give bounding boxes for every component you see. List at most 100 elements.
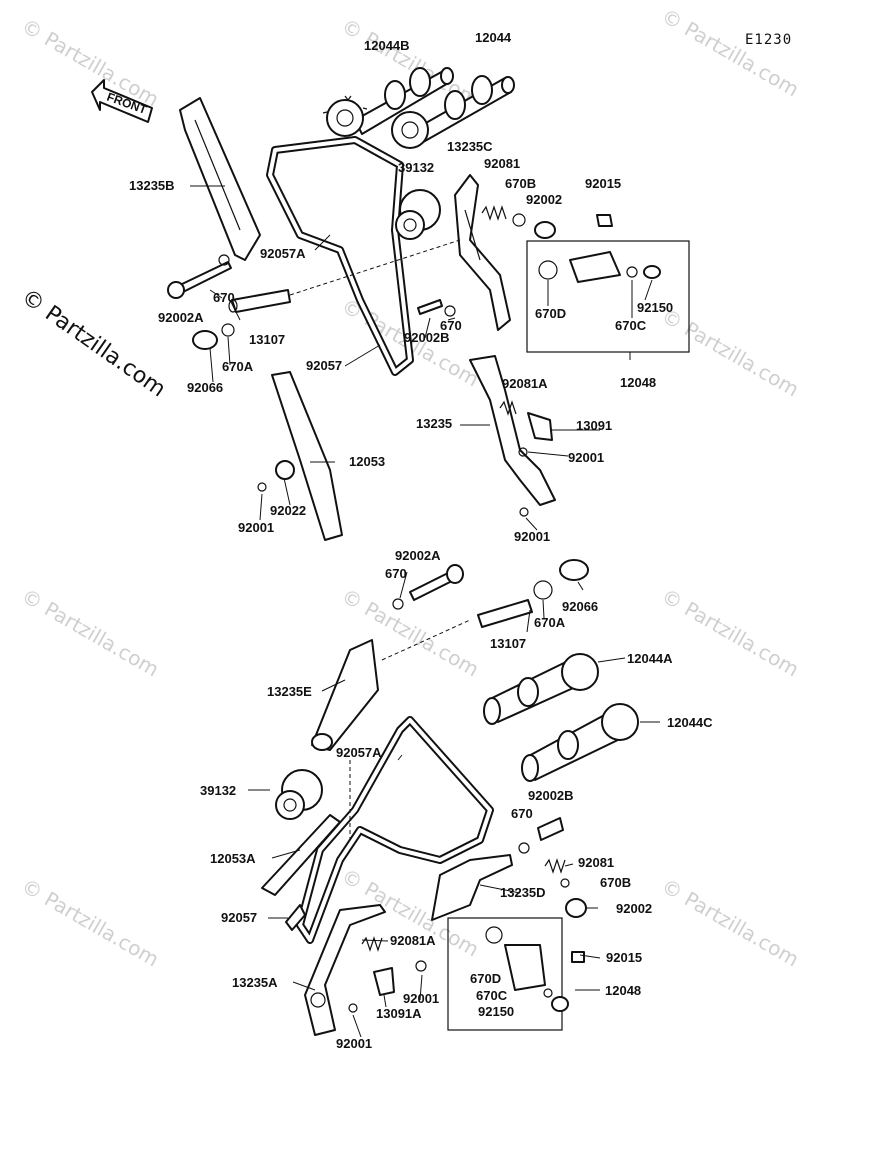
reference-code: E1230 <box>745 32 792 48</box>
pin-13107-lower <box>477 580 553 628</box>
sprocket-39132-lower <box>275 769 323 820</box>
watermark-text: © Partzilla.com <box>18 14 164 112</box>
watermark-text: © Partzilla.com <box>18 584 164 682</box>
part-label-92057a-lower: 92057A <box>336 745 382 760</box>
chain-guide-13235a <box>304 904 386 1036</box>
part-label-670b: 670B <box>505 176 536 191</box>
camshaft-12044 <box>391 75 515 149</box>
part-label-670d: 670D <box>535 306 566 321</box>
part-label-670a-lower: 670A <box>534 615 566 630</box>
assembly-guidelines <box>289 239 471 840</box>
camshaft-12044a <box>483 653 599 725</box>
part-label-670: 670 <box>213 290 235 305</box>
cap-92002-lower <box>565 898 587 918</box>
part-label-12044: 12044 <box>475 30 512 45</box>
part-label-13235a: 13235A <box>232 975 278 990</box>
part-label-92081a-lower: 92081A <box>390 933 436 948</box>
part-label-670b-lower: 670B <box>600 875 631 890</box>
bracket-13091a <box>373 967 395 996</box>
part-label-13091a: 13091A <box>376 1006 422 1021</box>
part-label-39132-lower: 39132 <box>200 783 236 798</box>
bolt-92002b-lower <box>518 817 564 854</box>
plug-92015 <box>596 214 613 227</box>
part-label-92002-lower: 92002 <box>616 901 652 916</box>
part-label-13235b: 13235B <box>129 178 175 193</box>
tensioner-body-12048 <box>526 240 690 353</box>
part-label-12053a: 12053A <box>210 851 256 866</box>
part-label-12053: 12053 <box>349 454 385 469</box>
part-label-92057: 92057 <box>306 358 342 373</box>
part-label-13235d: 13235D <box>500 885 546 900</box>
part-label-13107: 13107 <box>249 332 285 347</box>
chain-guide-12053 <box>257 371 343 541</box>
part-label-92150-lower: 92150 <box>478 1004 514 1019</box>
chain-guide-13235 <box>469 355 556 517</box>
part-label-670d-lower: 670D <box>470 971 501 986</box>
part-label-12044b: 12044B <box>364 38 410 53</box>
part-label-13091: 13091 <box>576 418 612 433</box>
part-label-92001: 92001 <box>568 450 604 465</box>
watermark-text: © Partzilla.com <box>18 874 164 972</box>
cam-chain-92057-lower <box>296 716 494 944</box>
part-label-92015: 92015 <box>585 176 621 191</box>
part-label-92081a: 92081A <box>502 376 548 391</box>
part-label-12048: 12048 <box>620 375 656 390</box>
part-label-13107-lower: 13107 <box>490 636 526 651</box>
part-label-92015-lower: 92015 <box>606 950 642 965</box>
spring-92081 <box>481 205 507 221</box>
part-label-92001-lower: 92001 <box>403 991 439 1006</box>
part-label-12044c: 12044C <box>667 715 713 730</box>
part-label-670-b: 670 <box>440 318 462 333</box>
part-label-92057a: 92057A <box>260 246 306 261</box>
tensioner-body-12048-lower <box>447 917 585 1031</box>
part-label-92081: 92081 <box>484 156 520 171</box>
spring-92081a-lower <box>361 936 383 952</box>
part-labels: 12044B 12044 13235C 92081 39132 670B 920… <box>129 30 713 1051</box>
plug-92066-lower <box>559 559 589 581</box>
part-label-92002: 92002 <box>526 192 562 207</box>
plug-92066 <box>192 323 235 350</box>
bolt-92002a-lower <box>392 564 464 610</box>
part-label-12048-lower: 12048 <box>605 983 641 998</box>
bolt-92002a <box>167 254 232 299</box>
part-label-39132: 39132 <box>398 160 434 175</box>
tensioner-lever-13235d <box>431 854 513 921</box>
part-label-92001-b: 92001 <box>238 520 274 535</box>
part-label-13235: 13235 <box>416 416 452 431</box>
camshaft-12044b <box>322 67 454 137</box>
cam-chain-92057 <box>266 136 414 376</box>
chain-guide-13235b <box>179 97 261 261</box>
chain-guide-13235e <box>311 639 379 751</box>
sprocket-39132 <box>395 189 441 240</box>
part-label-92066-lower: 92066 <box>562 599 598 614</box>
washer-670b <box>512 213 526 227</box>
part-label-13235c: 13235C <box>447 139 493 154</box>
part-label-670-lower: 670 <box>385 566 407 581</box>
part-label-92002b: 92002B <box>404 330 450 345</box>
watermark-text: © Partzilla.com <box>658 4 804 102</box>
leader-lines <box>190 185 660 1038</box>
part-label-670a: 670A <box>222 359 254 374</box>
part-label-670-lower-b: 670 <box>511 806 533 821</box>
spring-92081-lower <box>544 858 566 874</box>
part-label-92066: 92066 <box>187 380 223 395</box>
part-label-92022: 92022 <box>270 503 306 518</box>
part-label-670c-lower: 670C <box>476 988 508 1003</box>
part-label-92001-c: 92001 <box>514 529 550 544</box>
part-label-12044a: 12044A <box>627 651 673 666</box>
side-watermark-text: © Partzilla.com <box>17 284 170 402</box>
washer-670b-lower <box>560 878 570 888</box>
part-label-670c: 670C <box>615 318 647 333</box>
bolt-92001-bottom <box>348 1003 358 1013</box>
tensioner-lever-13235c <box>454 174 511 331</box>
part-label-92002a: 92002A <box>158 310 204 325</box>
part-label-13235e: 13235E <box>267 684 312 699</box>
chain-guide-12053a <box>261 814 341 896</box>
part-label-92002b-lower: 92002B <box>528 788 574 803</box>
chain-guide-92057-lower <box>285 904 306 931</box>
bolt-92002b <box>417 299 456 317</box>
part-label-92002a-lower: 92002A <box>395 548 441 563</box>
watermark-text: © Partzilla.com <box>658 584 804 682</box>
part-label-92150: 92150 <box>637 300 673 315</box>
